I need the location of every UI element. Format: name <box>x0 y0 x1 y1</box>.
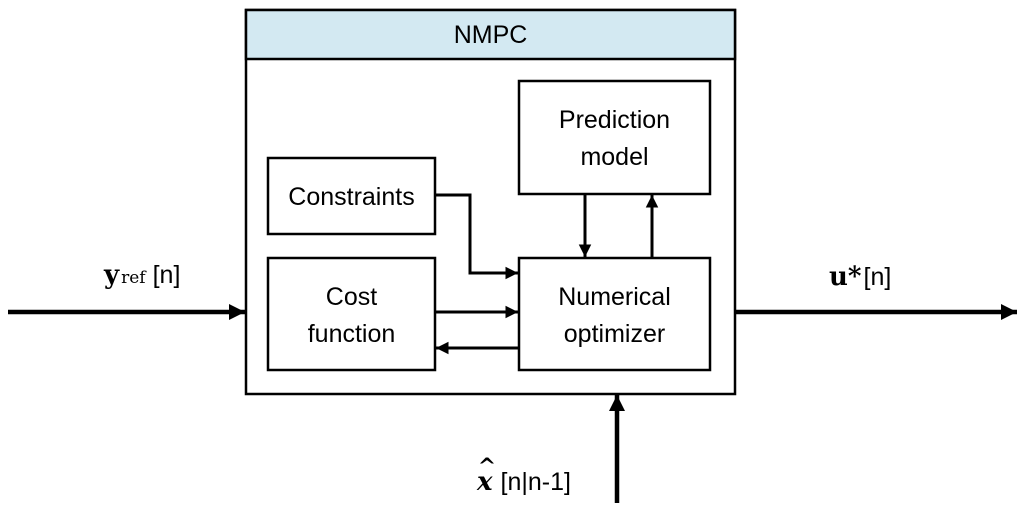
constraints-block: Constraints <box>266 156 437 236</box>
state-estimate-symbol: x <box>476 467 493 497</box>
prediction-model-label-line2: model <box>580 143 648 171</box>
control-signal-symbol: u* <box>829 262 862 292</box>
cost-function-label-line1: Cost <box>326 283 377 311</box>
nmpc-title: NMPC <box>454 21 528 49</box>
reference-signal-symbol: y <box>103 260 120 290</box>
reference-signal-subscript: ref <box>121 268 147 288</box>
cost-function-label-line2: function <box>308 320 396 348</box>
numerical-optimizer-label-line2: optimizer <box>564 320 665 348</box>
reference-signal-argument: [n] <box>153 261 181 289</box>
state-estimate-accent: ^ <box>478 454 496 480</box>
arrow-constraints-to-optimizer <box>435 193 518 280</box>
prediction-model-label-line1: Prediction <box>559 106 670 134</box>
control-signal-label: u*[n] <box>829 262 891 292</box>
state-estimate-argument: [n|n-1] <box>501 468 571 496</box>
numerical-optimizer-label-line1: Numerical <box>558 283 671 311</box>
control-signal-argument: [n] <box>864 263 892 291</box>
cost-function-block: Cost function <box>266 256 437 372</box>
constraints-label: Constraints <box>288 183 414 211</box>
numerical-optimizer-block: Numerical optimizer <box>517 256 712 372</box>
prediction-model-block: Prediction model <box>517 79 712 196</box>
state-estimate-label: x [n|n-1] <box>476 467 571 497</box>
nmpc-header <box>244 8 737 61</box>
